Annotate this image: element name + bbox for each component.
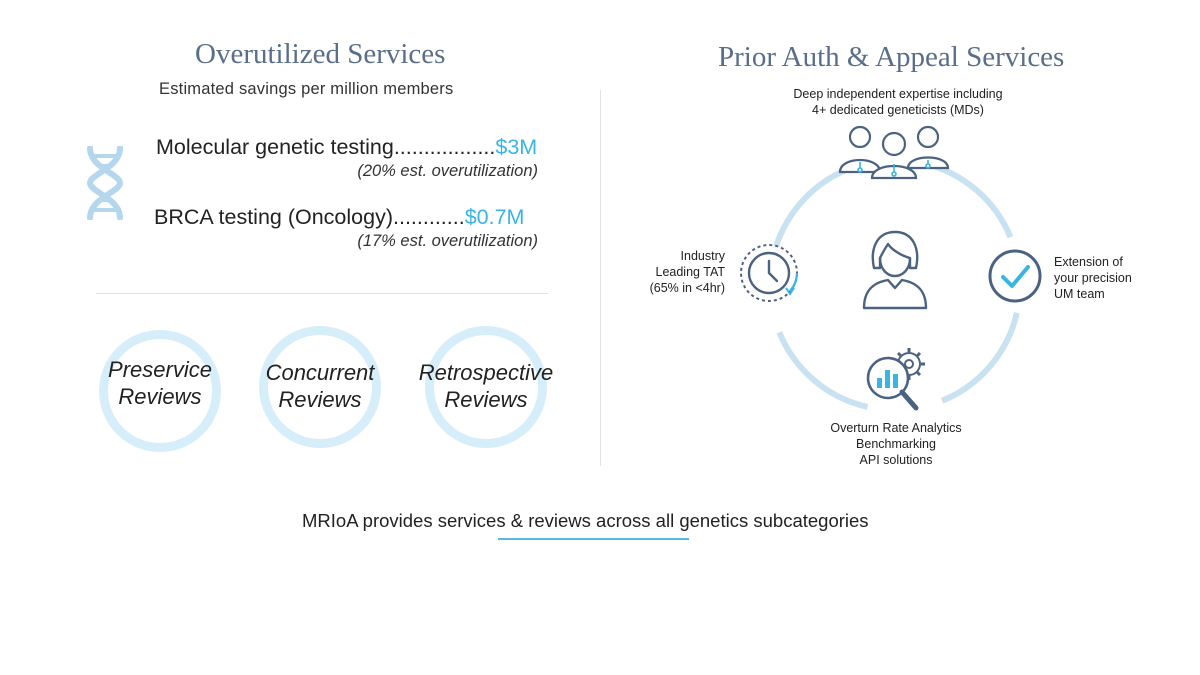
left-label-line1: Industry <box>680 249 725 263</box>
item-brca-line: BRCA testing (Oncology)............$0.7M <box>154 205 524 230</box>
top-label-line1: Deep independent expertise including <box>793 87 1003 101</box>
right-label-line3: UM team <box>1054 287 1105 301</box>
left-divider <box>96 293 548 294</box>
review-label-retrospective: Retrospective Reviews <box>406 359 566 413</box>
review-line1: Concurrent <box>265 360 375 385</box>
right-label-line2: your precision <box>1054 271 1132 285</box>
footer-text: MRIoA provides services & reviews across… <box>302 510 869 531</box>
right-section-title: Prior Auth & Appeal Services <box>718 41 1065 73</box>
female-person-icon <box>862 228 928 310</box>
clock-icon <box>738 242 804 304</box>
review-line2: Reviews <box>278 387 362 412</box>
item-label: BRCA testing (Oncology) <box>154 205 393 229</box>
item-brca-note: (17% est. overutilization) <box>357 232 538 250</box>
column-divider <box>600 90 601 466</box>
review-line1: Retrospective <box>418 360 554 385</box>
doctors-group-icon <box>836 124 952 180</box>
review-line2: Reviews <box>118 384 202 409</box>
review-line1: Preservice <box>108 357 212 382</box>
top-label: Deep independent expertise including 4+ … <box>770 86 1026 118</box>
analytics-gear-icon <box>864 346 930 414</box>
bottom-label-line3: API solutions <box>859 453 933 467</box>
top-label-line2: 4+ dedicated geneticists (MDs) <box>812 103 984 117</box>
item-label: Molecular genetic testing <box>156 135 394 159</box>
left-section-title: Overutilized Services <box>195 38 446 70</box>
item-molecular-note: (20% est. overutilization) <box>357 162 538 180</box>
bottom-label-line2: Benchmarking <box>856 437 936 451</box>
left-label-line3: (65% in <4hr) <box>649 281 725 295</box>
review-label-concurrent: Concurrent Reviews <box>260 359 380 413</box>
item-molecular-line: Molecular genetic testing...............… <box>156 135 537 160</box>
review-ring-retrospective <box>425 326 547 448</box>
dna-icon <box>86 146 124 220</box>
item-dots: ................. <box>393 135 496 159</box>
left-label-line2: Leading TAT <box>655 265 726 279</box>
bottom-label-line1: Overturn Rate Analytics <box>830 421 962 435</box>
bottom-label: Overturn Rate Analytics Benchmarking API… <box>796 420 996 468</box>
item-amount: $0.7M <box>464 205 525 229</box>
item-amount: $3M <box>495 135 538 159</box>
review-ring-concurrent <box>259 326 381 448</box>
review-label-preservice: Preservice Reviews <box>100 356 220 410</box>
left-label: Industry Leading TAT (65% in <4hr) <box>628 248 725 296</box>
left-section-subtitle: Estimated savings per million members <box>159 80 454 98</box>
right-label-line1: Extension of <box>1054 255 1123 269</box>
review-ring-preservice <box>99 330 221 452</box>
right-label: Extension of your precision UM team <box>1054 254 1174 302</box>
review-line2: Reviews <box>444 387 528 412</box>
item-dots: ............ <box>393 205 465 229</box>
footer-underline <box>498 538 689 540</box>
checkmark-icon <box>987 248 1043 304</box>
